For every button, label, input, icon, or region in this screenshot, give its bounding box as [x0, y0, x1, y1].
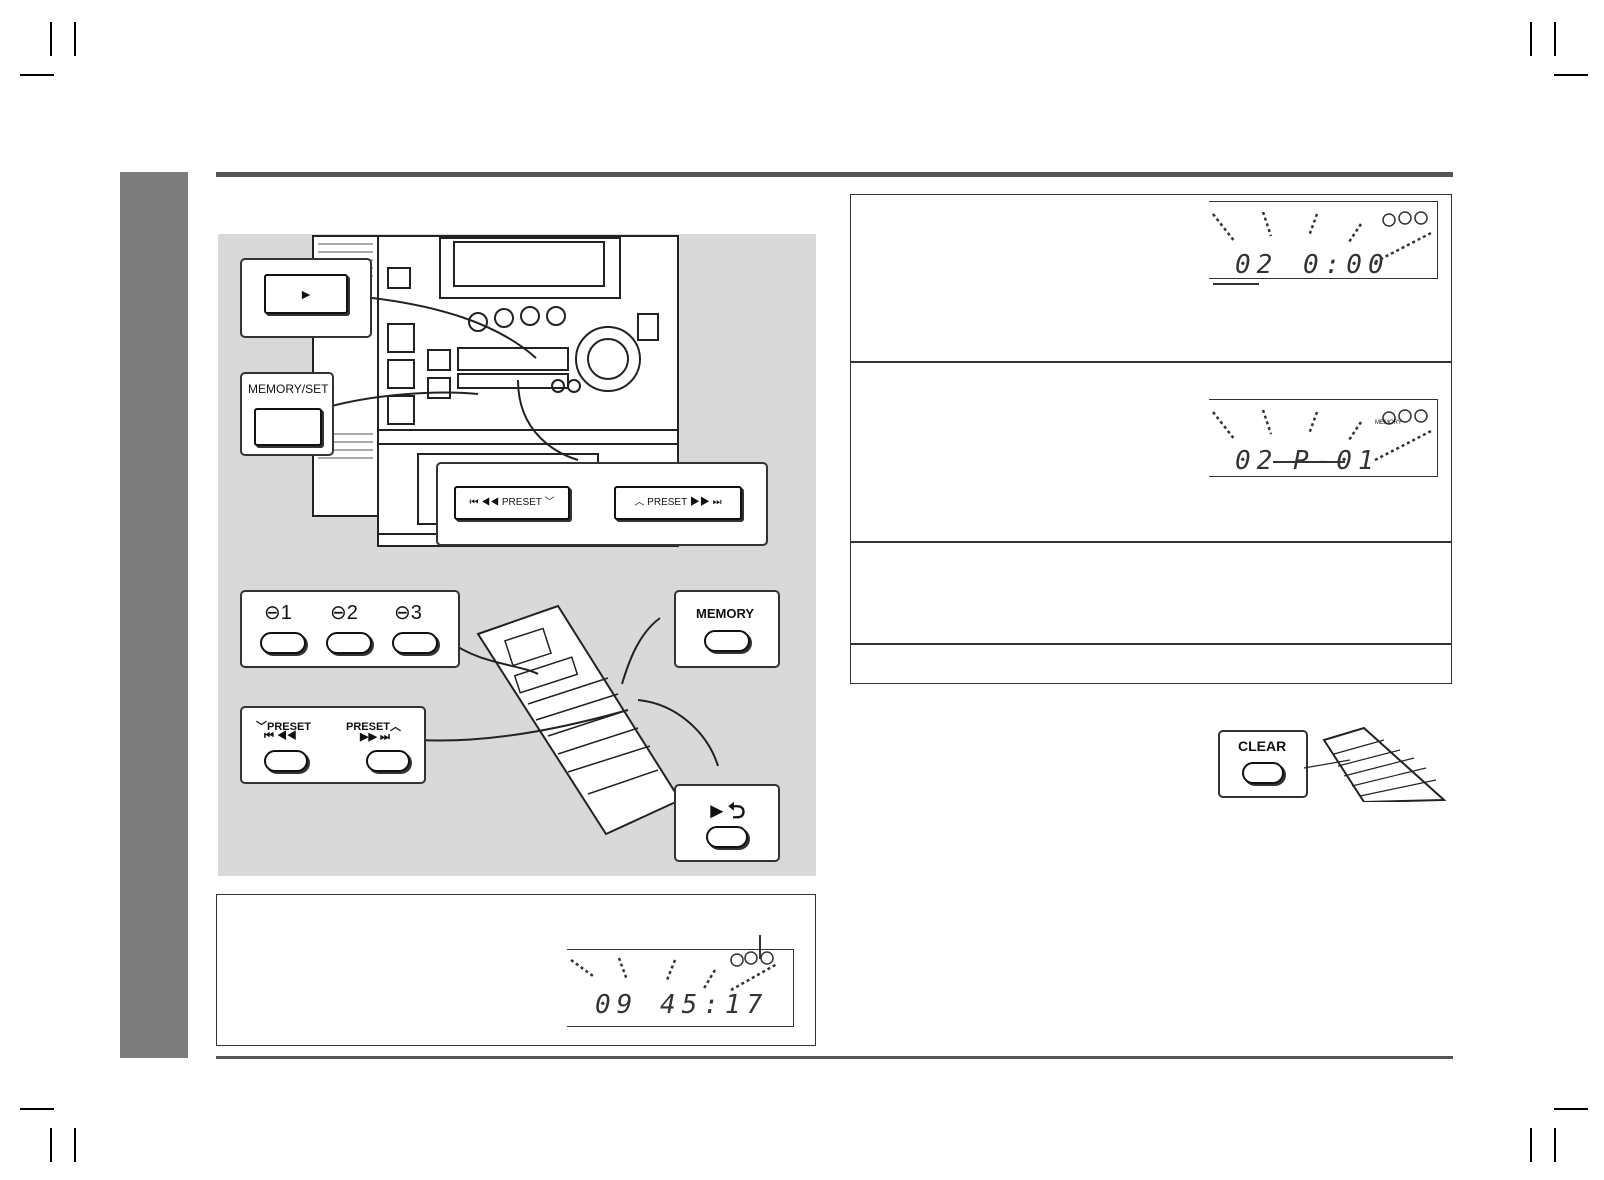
lcd-segments [1212, 409, 1434, 462]
memory-set-button[interactable] [254, 408, 322, 446]
remote-preset-up-label-bottom: ▶▶ ⏭ [360, 731, 390, 743]
clear-remote-illustration [1304, 726, 1447, 802]
lcd-segments [570, 951, 778, 992]
disc3-label: ⊖3 [394, 602, 422, 624]
crop-mark [74, 22, 76, 56]
remote-preset-up-button[interactable] [366, 750, 410, 772]
memory-label: MEMORY [696, 606, 755, 621]
illustration-panel: ► MEMORY/SET ⏮ ◀◀ PRESET ﹀ ︿ PRESET ▶▶ ⏭… [218, 234, 816, 876]
step1-lcd: 02 0:00 [1209, 201, 1438, 280]
remote-preset-down-label-bottom: ⏮ ◀◀ [264, 730, 297, 742]
play-repeat-callout: ►⮌ [674, 784, 780, 862]
crop-mark [1554, 74, 1588, 76]
crop-mark [1530, 1128, 1532, 1162]
memory-set-label: MEMORY/SET [248, 382, 329, 396]
step1-track: 02 [1235, 250, 1279, 280]
memory-callout: MEMORY [674, 590, 780, 668]
row-divider [851, 643, 1451, 645]
step1-pointer [1213, 283, 1259, 285]
remote-preset-callout: ﹀PRESET ⏮ ◀◀ PRESET︿ ▶▶ ⏭ [240, 706, 426, 784]
preset-down-button[interactable]: ⏮ ◀◀ PRESET ﹀ [454, 486, 570, 520]
top-rule [216, 172, 1453, 177]
section-tab [120, 172, 188, 1058]
play-repeat-label: ►⮌ [706, 798, 746, 823]
clear-button[interactable] [1242, 762, 1284, 784]
steps-table: 02 0:00 MEMORY 02 P-01 [850, 194, 1452, 684]
crop-mark [1554, 1108, 1588, 1110]
clock-box: 09 45:17 [216, 894, 816, 1046]
memory-set-callout: MEMORY/SET [240, 372, 334, 456]
crop-mark [20, 74, 54, 76]
row-divider [851, 541, 1451, 543]
step2-track: 02 [1235, 446, 1279, 476]
remote-preset-down-button[interactable] [264, 750, 308, 772]
remote-preset-down-label-top: ﹀PRESET [256, 721, 312, 733]
disc1-label: ⊖1 [264, 602, 292, 624]
lcd-segments [1212, 211, 1434, 264]
row-divider [851, 361, 1451, 363]
disc-buttons-callout: ⊖1 ⊖2 ⊖3 [240, 590, 460, 668]
memory-button[interactable] [704, 630, 750, 652]
play-callout: ► [240, 258, 372, 338]
clock-lcd-pointer [759, 935, 761, 959]
crop-mark [74, 1128, 76, 1162]
crop-mark [1554, 1128, 1556, 1162]
step1-time: 0:00 [1303, 250, 1390, 280]
remote-preset-up-label-top: PRESET︿ [346, 721, 402, 733]
step2-pointer [1273, 461, 1345, 463]
crop-mark [1530, 22, 1532, 56]
play-repeat-button[interactable] [706, 826, 748, 848]
disc2-button[interactable] [326, 632, 372, 654]
disc3-button[interactable] [392, 632, 438, 654]
bottom-rule [216, 1056, 1453, 1059]
disc1-button[interactable] [260, 632, 306, 654]
clock-readout: 09 45:17 [595, 990, 769, 1020]
clear-label: CLEAR [1238, 738, 1287, 754]
clear-callout: CLEAR [1218, 730, 1308, 798]
crop-mark [50, 22, 52, 56]
clock-lcd: 09 45:17 [567, 949, 794, 1027]
play-button[interactable]: ► [264, 274, 348, 314]
preset-callout: ⏮ ◀◀ PRESET ﹀ ︿ PRESET ▶▶ ⏭ [436, 462, 768, 546]
step2-lcd: MEMORY 02 P-01 [1209, 399, 1438, 477]
memory-indicator: MEMORY [1375, 420, 1402, 426]
preset-up-button[interactable]: ︿ PRESET ▶▶ ⏭ [614, 486, 742, 520]
crop-mark [1554, 22, 1556, 56]
crop-mark [50, 1128, 52, 1162]
crop-mark [20, 1108, 54, 1110]
disc2-label: ⊖2 [330, 602, 358, 624]
